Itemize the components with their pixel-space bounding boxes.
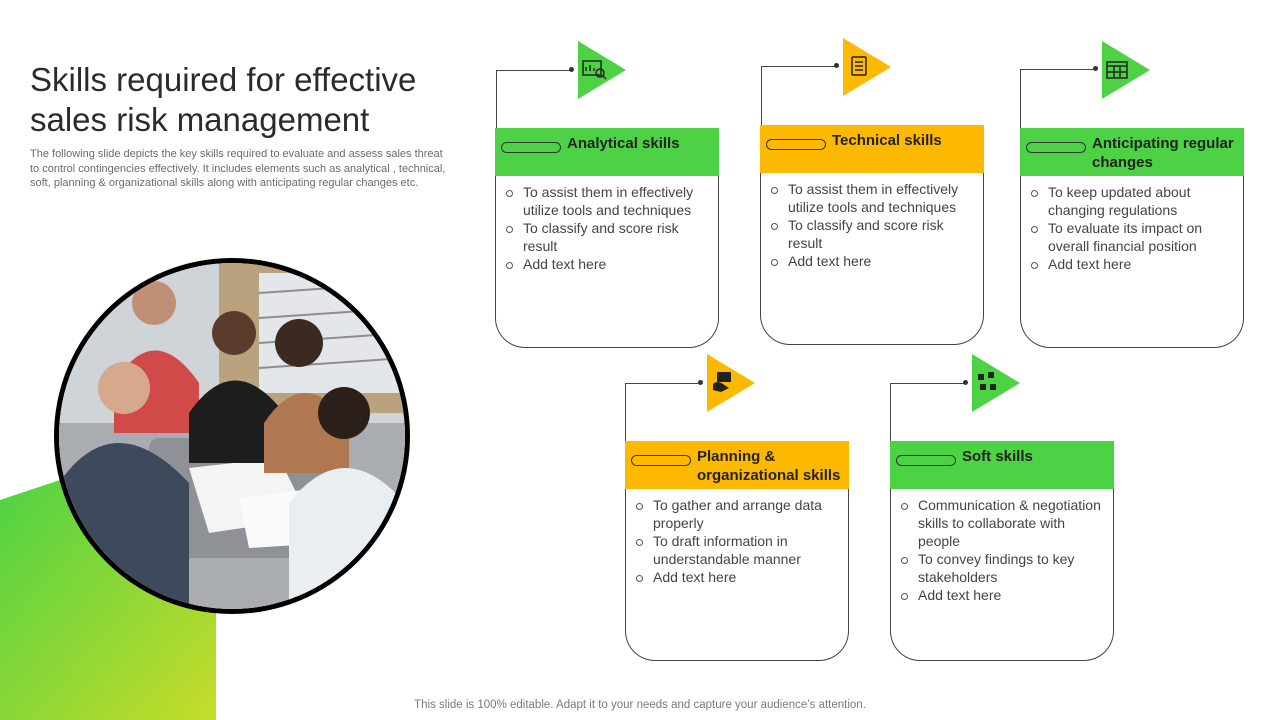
list-item: To gather and arrange data properly: [634, 496, 842, 532]
header-pill-decoration: [766, 139, 826, 150]
list-item: To evaluate its impact on overall financ…: [1029, 219, 1237, 255]
list-item: To assist them in effectively utilize to…: [769, 180, 977, 216]
skill-card-analytical: Analytical skills To assist them in effe…: [495, 128, 719, 348]
card-marker: [578, 41, 626, 99]
skill-card-soft: Soft skills Communication & negotiation …: [890, 441, 1114, 661]
chart-analysis-icon: [582, 60, 607, 80]
connector-line: [1020, 69, 1096, 129]
card-bullet-list: To assist them in effectively utilize to…: [504, 183, 712, 273]
header-pill-decoration: [631, 455, 691, 466]
list-item: Add text here: [634, 568, 842, 586]
slide-title: Skills required for effective sales risk…: [30, 61, 417, 138]
card-title: Planning & organizational skills: [697, 448, 841, 484]
connector-line: [890, 383, 966, 443]
skill-card-planning: Planning & organizational skills To gath…: [625, 441, 849, 661]
puzzle-people-icon: [978, 372, 996, 390]
card-header: Technical skills: [760, 125, 984, 173]
list-item: Add text here: [899, 586, 1107, 604]
card-header: Anticipating regular changes: [1020, 128, 1244, 176]
slide-description: The following slide depicts the key skil…: [30, 148, 446, 189]
connector-dot: [834, 63, 839, 68]
list-item: To keep updated about changing regulatio…: [1029, 183, 1237, 219]
list-item: Communication & negotiation skills to co…: [899, 496, 1107, 550]
list-item: Add text here: [1029, 255, 1237, 273]
card-header: Analytical skills: [495, 128, 719, 176]
card-title: Analytical skills: [567, 135, 680, 152]
list-item: To convey findings to key stakeholders: [899, 550, 1107, 586]
card-marker: [843, 38, 891, 96]
card-title: Anticipating regular changes: [1092, 135, 1234, 171]
card-bullet-list: To gather and arrange data properly To d…: [634, 496, 842, 586]
card-title: Soft skills: [962, 448, 1033, 465]
connector-dot: [698, 380, 703, 385]
list-item: To draft information in understandable m…: [634, 532, 842, 568]
green-corner-shape: [0, 470, 216, 720]
card-marker: [1102, 41, 1150, 99]
list-item: To assist them in effectively utilize to…: [504, 183, 712, 219]
list-item: Add text here: [504, 255, 712, 273]
document-list-icon: [851, 56, 867, 76]
planning-hand-icon: [713, 372, 731, 392]
list-item: To classify and score risk result: [769, 216, 977, 252]
calendar-grid-icon: [1106, 61, 1128, 79]
card-marker: [972, 354, 1020, 412]
team-meeting-photo: [59, 263, 405, 609]
card-marker: [707, 354, 755, 412]
card-header: Planning & organizational skills: [625, 441, 849, 489]
connector-line: [625, 383, 701, 443]
connector-dot: [963, 380, 968, 385]
card-bullet-list: To keep updated about changing regulatio…: [1029, 183, 1237, 273]
card-bullet-list: To assist them in effectively utilize to…: [769, 180, 977, 270]
connector-line: [496, 70, 572, 130]
team-photo-frame: [54, 258, 410, 614]
slide-footer: This slide is 100% editable. Adapt it to…: [414, 699, 866, 711]
skill-card-technical: Technical skills To assist them in effec…: [760, 125, 984, 345]
header-pill-decoration: [1026, 142, 1086, 153]
header-pill-decoration: [501, 142, 561, 153]
card-header: Soft skills: [890, 441, 1114, 489]
skill-card-anticipating: Anticipating regular changes To keep upd…: [1020, 128, 1244, 348]
list-item: To classify and score risk result: [504, 219, 712, 255]
header-pill-decoration: [896, 455, 956, 466]
card-title: Technical skills: [832, 132, 942, 149]
card-bullet-list: Communication & negotiation skills to co…: [899, 496, 1107, 604]
connector-dot: [569, 67, 574, 72]
connector-dot: [1093, 66, 1098, 71]
list-item: Add text here: [769, 252, 977, 270]
connector-line: [761, 66, 837, 128]
